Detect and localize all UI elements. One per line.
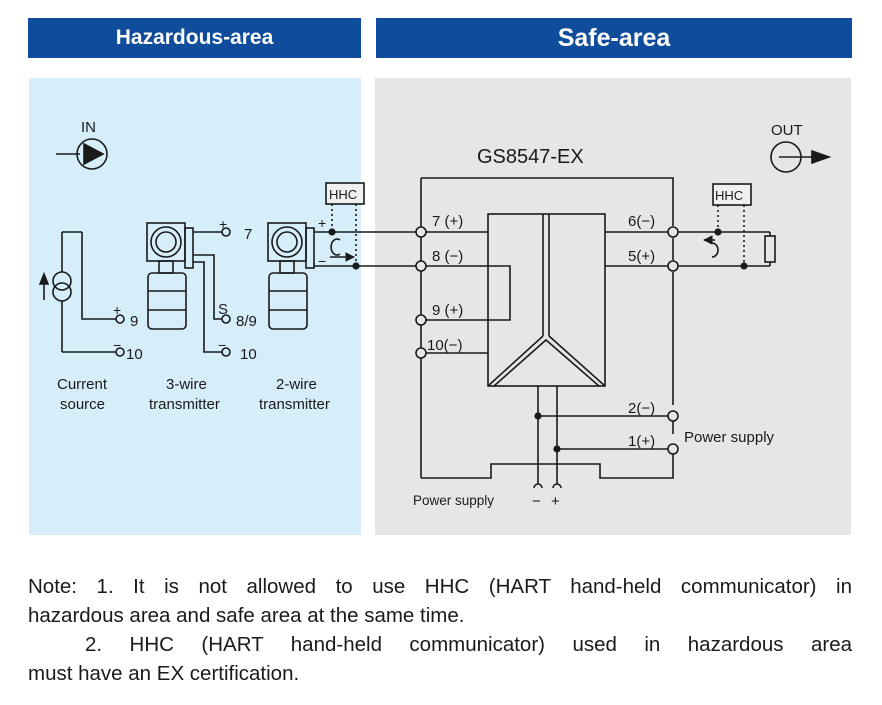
tw-terminal-10: 10 bbox=[240, 346, 257, 363]
safe-area-title: Safe-area bbox=[557, 23, 671, 52]
current-source-label-1: Current bbox=[57, 376, 108, 393]
output-terminal-5: 5(+) bbox=[628, 248, 655, 265]
load-resistor-icon bbox=[764, 235, 776, 263]
note-line-1: Note: 1. It is not allowed to use HHC (H… bbox=[28, 575, 852, 598]
tw-minus: − bbox=[218, 337, 226, 353]
input-terminal-7: 7 (+) bbox=[432, 213, 463, 230]
cs-minus: − bbox=[113, 337, 121, 353]
two-wire-transmitter-icon bbox=[267, 222, 315, 330]
input-terminal-10: 10(−) bbox=[427, 337, 462, 354]
power-terminal-1: 1(+) bbox=[628, 433, 655, 450]
two-wire-label-2: transmitter bbox=[259, 396, 330, 413]
cs-terminal-10: 10 bbox=[126, 346, 143, 363]
notes-section: Note: 1. It is not allowed to use HHC (H… bbox=[28, 572, 852, 688]
three-wire-label-1: 3-wire bbox=[166, 376, 207, 393]
terminal-circles bbox=[415, 226, 679, 455]
hhc-left bbox=[325, 182, 365, 266]
note-line-4: must have an EX certification. bbox=[28, 662, 300, 685]
three-wire-transmitter-icon bbox=[146, 222, 231, 357]
hhc-left-plus: + bbox=[318, 215, 326, 231]
hhc-right-label: HHC bbox=[715, 188, 743, 203]
hhc-right bbox=[703, 183, 752, 266]
current-source-icon bbox=[38, 231, 125, 357]
hazardous-area-title: Hazardous-area bbox=[115, 26, 274, 49]
cs-plus: + bbox=[113, 302, 121, 318]
power-supply-minus: − bbox=[532, 493, 541, 510]
current-source-label-2: source bbox=[60, 396, 105, 413]
hhc-left-minus: − bbox=[318, 253, 326, 269]
device-model: GS8547-EX bbox=[477, 146, 584, 168]
power-supply-label-bottom: Power supply bbox=[413, 493, 494, 508]
hhc-left-label: HHC bbox=[329, 187, 357, 202]
tw-plus: + bbox=[219, 216, 227, 232]
note-line-2: hazardous area and safe area at the same… bbox=[28, 604, 465, 627]
in-label: IN bbox=[81, 119, 96, 136]
cs-terminal-9: 9 bbox=[130, 313, 138, 330]
tw-terminal-8-9: 8/9 bbox=[236, 313, 257, 330]
input-terminal-9: 9 (+) bbox=[432, 302, 463, 319]
power-supply-plus: + bbox=[551, 493, 560, 510]
three-wire-label-2: transmitter bbox=[149, 396, 220, 413]
tw-s: S bbox=[218, 301, 228, 318]
hazardous-area-header: Hazardous-area bbox=[28, 18, 361, 58]
power-supply-label-right: Power supply bbox=[684, 429, 775, 446]
out-signal-icon bbox=[770, 141, 832, 173]
wiring-diagram: IN OUT GS8547-EX + 9 − 10 + 7 S 8/9 − 10… bbox=[38, 119, 832, 510]
tw-terminal-7: 7 bbox=[244, 226, 252, 243]
safe-area-header: Safe-area bbox=[376, 18, 852, 58]
input-terminal-8: 8 (−) bbox=[432, 248, 463, 265]
in-signal-icon bbox=[56, 138, 108, 170]
power-terminal-2: 2(−) bbox=[628, 400, 655, 417]
output-terminal-6: 6(−) bbox=[628, 213, 655, 230]
out-label: OUT bbox=[771, 122, 803, 139]
two-wire-label-1: 2-wire bbox=[276, 376, 317, 393]
note-line-3: 2. HHC (HART hand-held communicator) use… bbox=[85, 633, 852, 656]
